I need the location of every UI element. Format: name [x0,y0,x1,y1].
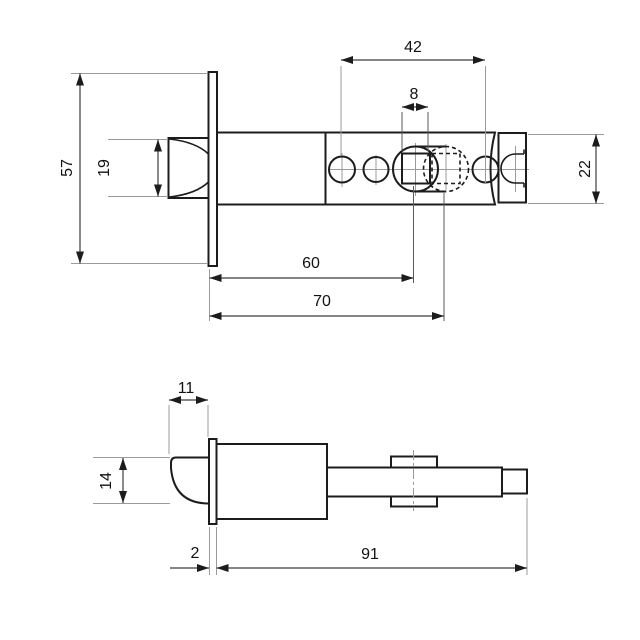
dim-label-91: 91 [361,546,379,563]
end-block-outline [501,468,528,495]
side-view: 11 14 2 91 [93,380,528,575]
bolt-side-outline [170,456,210,505]
dim-label-42: 42 [404,39,422,56]
dim-57: 57 [59,73,207,264]
latch-bolt-outline [167,137,210,199]
side-view-outlines [170,438,528,525]
dim-19: 19 [96,139,168,197]
faceplate-outline [207,71,218,267]
dim-label-11: 11 [178,380,195,397]
dim-label-57: 57 [59,159,76,177]
dim-label-60: 60 [302,255,320,272]
dim-22: 22 [528,134,604,204]
top-view-outlines [167,71,527,267]
dim-8: 8 [401,86,429,151]
body-side-outline [215,443,328,520]
dim-label-2: 2 [191,545,200,562]
dim-70: 70 [209,193,445,321]
rear-insert-outline [497,132,527,204]
tail-bar-outline [326,466,503,498]
alt-spindle-circle-dashed [422,145,470,193]
dim-label-70: 70 [313,293,331,310]
dim-91: 91 [216,498,528,575]
dim-label-19: 19 [96,159,113,177]
dim-2: 2 [170,527,210,575]
spindle-slot [392,145,470,193]
faceplate-edge-outline [208,438,218,525]
alt-spindle-square-dashed [431,152,461,185]
dim-label-22: 22 [577,160,594,178]
dim-60: 60 [209,186,414,321]
latch-body-outline [216,131,497,206]
dim-label-14: 14 [98,472,115,490]
dim-42: 42 [340,39,486,183]
dim-14: 14 [93,457,170,504]
mounting-hole-2 [362,156,390,183]
top-view: 42 8 57 19 [59,39,604,321]
dim-11: 11 [168,380,209,454]
spindle-square-hole [401,152,431,185]
dim-label-8: 8 [410,86,419,103]
mounting-hole-1 [328,155,356,184]
